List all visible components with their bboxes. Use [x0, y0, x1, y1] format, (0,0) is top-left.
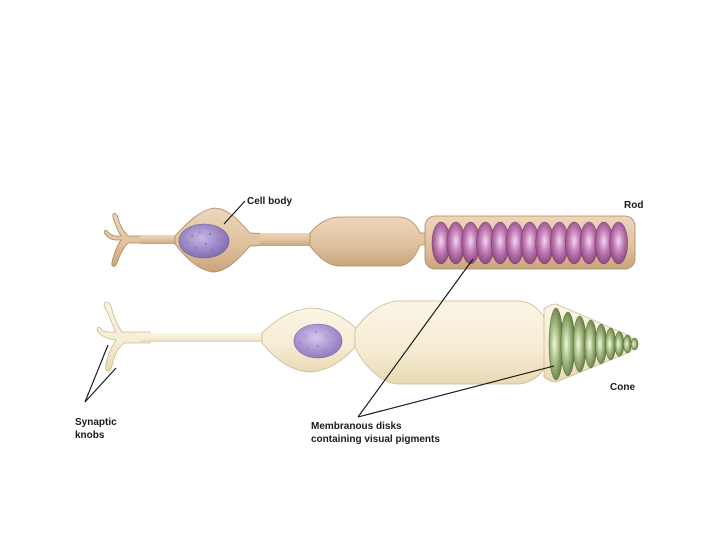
rod-cell — [104, 208, 635, 272]
leader-synaptic-knobs-2 — [85, 368, 116, 402]
membranous-disks-label-line2: containing visual pigments — [311, 434, 440, 445]
cone-nucleus — [294, 324, 342, 358]
synaptic-knobs-label-line1: Synaptic — [75, 417, 117, 428]
cone-disk — [596, 324, 607, 364]
rod-nucleus — [179, 224, 229, 258]
cone-disk — [573, 316, 586, 372]
cone-disk — [585, 320, 597, 368]
cone-disk — [606, 328, 616, 360]
cone-disk — [623, 335, 631, 353]
rod-inner-segment — [310, 217, 428, 266]
cone-cell — [97, 301, 638, 384]
cone-label: Cone — [610, 382, 635, 393]
rod-label: Rod — [624, 200, 643, 211]
cone-inner-segment — [355, 301, 548, 384]
membranous-disks-label-line1: Membranous disks — [311, 421, 402, 432]
cone-axon — [140, 333, 270, 342]
rod-disk — [610, 222, 628, 264]
leader-synaptic-knobs-1 — [85, 345, 108, 402]
cone-disk — [561, 312, 575, 376]
cone-disk — [631, 338, 638, 350]
cone-disk — [615, 332, 624, 357]
cell-body-label: Cell body — [247, 196, 292, 207]
rod-disk-stack — [432, 222, 628, 264]
synaptic-knobs-label-line2: knobs — [75, 430, 105, 441]
